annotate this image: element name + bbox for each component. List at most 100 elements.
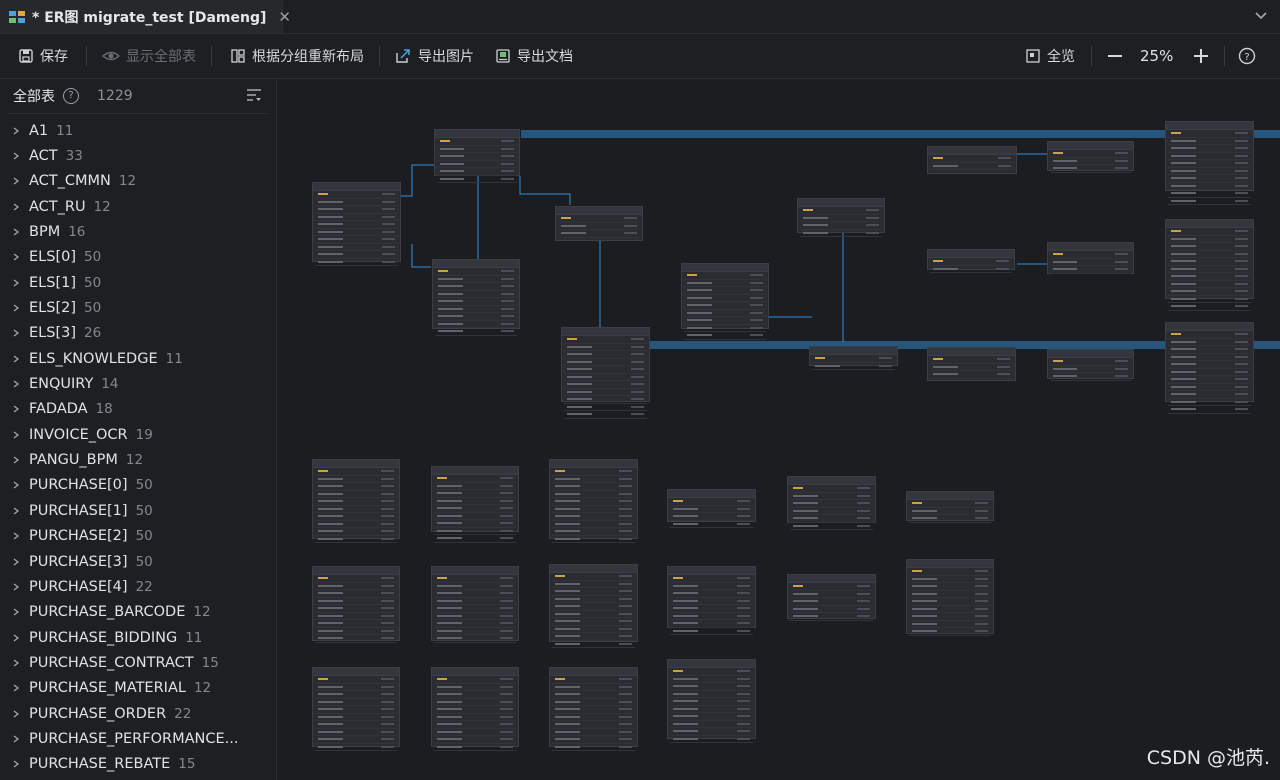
chevron-right-icon — [13, 507, 20, 515]
group-count: 50 — [83, 249, 102, 266]
er-table-box[interactable] — [927, 347, 1016, 381]
group-count: 16 — [68, 224, 86, 241]
group-name: ELS[0] — [29, 249, 76, 266]
filter-icon[interactable] — [246, 88, 262, 106]
er-table-box[interactable] — [787, 476, 876, 530]
er-table-box[interactable] — [667, 659, 756, 743]
zoom-in-button[interactable] — [1192, 34, 1216, 78]
chevron-right-icon — [13, 710, 20, 718]
er-table-box[interactable] — [431, 466, 519, 543]
er-table-box[interactable] — [1047, 349, 1134, 381]
er-table-box[interactable] — [312, 459, 400, 543]
er-table-box[interactable] — [1047, 242, 1134, 274]
er-table-box[interactable] — [561, 327, 650, 419]
tree-group-item[interactable]: PURCHASE_PERFORMANCE... — [0, 726, 276, 751]
er-table-box[interactable] — [1165, 121, 1254, 205]
show-all-button[interactable]: 显示全部表 — [102, 34, 196, 78]
tree-group-item[interactable]: ELS[0] 50 — [0, 245, 276, 270]
er-table-box[interactable] — [797, 198, 885, 237]
er-table-box[interactable] — [667, 489, 756, 528]
er-table-box[interactable] — [312, 667, 400, 751]
er-table-box[interactable] — [549, 564, 638, 648]
er-table-box[interactable] — [549, 459, 638, 543]
group-name: ELS[2] — [29, 300, 76, 317]
layout-icon — [231, 49, 245, 63]
er-table-box[interactable] — [1047, 141, 1134, 173]
question-icon[interactable]: ? — [63, 88, 79, 104]
er-table-box[interactable] — [1165, 219, 1254, 311]
tree-group-item[interactable]: PURCHASE[2]50 — [0, 524, 276, 549]
relayout-button[interactable]: 根据分组重新布局 — [230, 34, 364, 78]
help-button[interactable]: ? — [1238, 34, 1262, 78]
tree-group-item[interactable]: PURCHASE[0]50 — [0, 473, 276, 498]
group-name: FADADA — [29, 401, 88, 418]
chevron-right-icon — [13, 431, 20, 439]
er-table-box[interactable] — [549, 667, 638, 751]
export-doc-label: 导出文档 — [517, 49, 573, 65]
relayout-label: 根据分组重新布局 — [252, 49, 364, 65]
er-table-box[interactable] — [906, 559, 994, 636]
er-table-box[interactable] — [667, 566, 756, 635]
er-table-box[interactable] — [434, 129, 520, 183]
tree-group-item[interactable]: PURCHASE[3] 50 — [0, 549, 276, 574]
tree-group-item[interactable]: ELS[3]26 — [0, 321, 276, 346]
er-table-box[interactable] — [312, 566, 400, 643]
chevron-right-icon — [13, 583, 20, 591]
chevron-right-icon — [13, 659, 20, 667]
er-table-box[interactable] — [312, 182, 401, 266]
er-table-box[interactable] — [809, 346, 898, 370]
group-count: 14 — [101, 376, 119, 393]
tree-group-item[interactable]: ELS[1]50 — [0, 270, 276, 295]
group-name: ELS[1] — [29, 274, 76, 291]
er-table-box[interactable] — [432, 259, 520, 336]
zoom-out-button[interactable] — [1106, 34, 1130, 78]
export-image-button[interactable]: 导出图片 — [395, 34, 474, 78]
close-icon[interactable]: ✕ — [278, 7, 291, 26]
group-count: 50 — [135, 553, 153, 570]
chevron-right-icon — [13, 634, 20, 642]
tab-er-diagram[interactable]: * ER图 migrate_test [Dameng] ✕ — [0, 0, 291, 33]
group-name: INVOICE_OCR — [29, 426, 128, 443]
group-name: ACT_RU — [29, 198, 86, 215]
er-table-box[interactable] — [927, 249, 1015, 273]
chevron-down-icon[interactable] — [1254, 7, 1268, 21]
er-canvas[interactable]: CSDN @池芮. — [277, 79, 1280, 780]
group-count: 12 — [193, 680, 212, 697]
export-doc-button[interactable]: 导出文档 — [495, 34, 573, 78]
er-table-box[interactable] — [787, 574, 876, 621]
group-count: 12 — [118, 173, 137, 190]
save-button[interactable]: 保存 — [18, 34, 68, 78]
er-table-box[interactable] — [1165, 322, 1254, 414]
tree-group-item[interactable]: PURCHASE[1]50 — [0, 498, 276, 523]
chevron-right-icon — [13, 557, 20, 566]
minus-icon — [1108, 55, 1122, 57]
overview-button[interactable]: 全览 — [1025, 34, 1075, 78]
er-table-box[interactable] — [927, 146, 1017, 174]
group-name: PURCHASE[3] — [29, 553, 128, 570]
er-table-box[interactable] — [906, 491, 994, 523]
tree-group-item[interactable]: ELS[2]50 — [0, 295, 276, 320]
er-table-box[interactable] — [431, 667, 519, 751]
chevron-right-icon — [13, 355, 20, 363]
chevron-right-icon — [13, 177, 20, 185]
tree-group-item[interactable]: PURCHASE[4]22 — [0, 574, 276, 599]
er-table-box[interactable] — [431, 566, 519, 643]
er-table-box[interactable] — [555, 206, 643, 241]
er-table-box[interactable] — [681, 263, 769, 340]
